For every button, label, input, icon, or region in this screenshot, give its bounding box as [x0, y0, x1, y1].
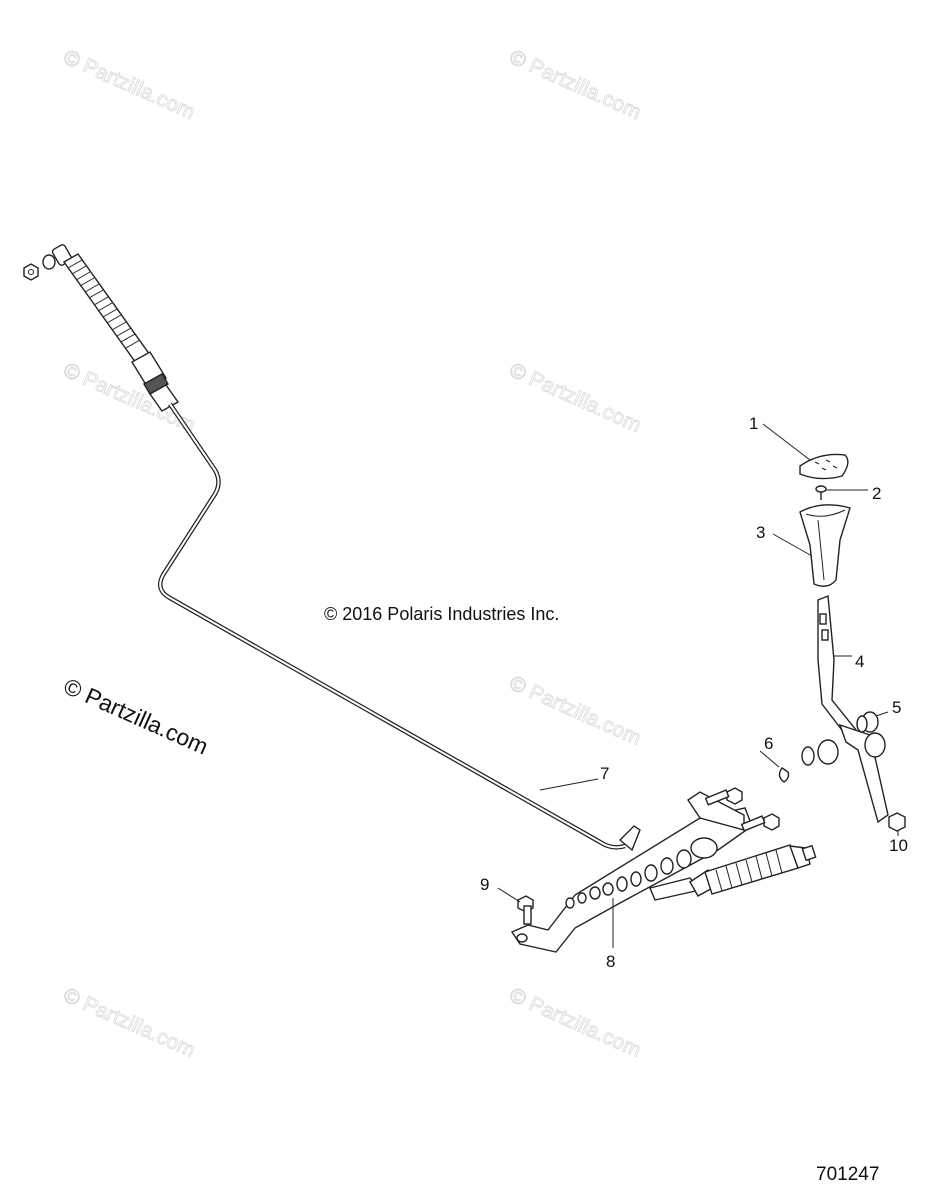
callout-3: 3 — [756, 523, 813, 557]
callout-number: 4 — [855, 652, 864, 671]
watermark: © Partzilla.com — [506, 46, 645, 125]
shift-lever — [817, 595, 889, 824]
callout-10: 10 — [889, 831, 908, 855]
callout-number: 9 — [480, 875, 489, 894]
callout-7: 7 — [539, 764, 609, 791]
diagram-id: 701247 — [816, 1164, 879, 1185]
callout-6: 6 — [759, 734, 780, 768]
watermark: © Partzilla.com — [60, 359, 199, 438]
callout-number: 2 — [872, 484, 881, 503]
watermark: © Partzilla.com — [60, 46, 199, 125]
bracket-tab — [618, 825, 641, 852]
shift-cable — [23, 244, 626, 850]
callout-number: 1 — [749, 414, 758, 433]
callout-number: 8 — [606, 952, 615, 971]
watermark: © Partzilla.com — [506, 984, 645, 1063]
callout-8: 8 — [606, 898, 615, 971]
watermark: © Partzilla.com — [506, 359, 645, 438]
knob-cap — [799, 453, 849, 480]
knob-screw — [815, 485, 827, 500]
callout-4: 4 — [833, 652, 864, 671]
callout-9: 9 — [480, 875, 521, 903]
partzilla-watermark: © Partzilla.com — [60, 673, 212, 760]
callout-number: 10 — [889, 836, 908, 855]
callout-number: 7 — [600, 764, 609, 783]
bracket-bolts — [704, 787, 780, 832]
cable-end-nut — [23, 263, 39, 281]
watermark: © Partzilla.com — [60, 984, 199, 1063]
watermark-group: © Partzilla.com © Partzilla.com © Partzi… — [60, 45, 646, 1063]
callout-number: 5 — [892, 698, 901, 717]
copyright-notice: © 2016 Polaris Industries Inc. — [324, 604, 559, 624]
watermark: © Partzilla.com — [506, 672, 645, 751]
callout-1: 1 — [749, 414, 811, 461]
pivot-bushing — [856, 711, 879, 733]
callout-number: 3 — [756, 523, 765, 542]
mounting-bolt — [517, 895, 534, 925]
ball-stud — [42, 254, 56, 270]
cable-boot — [62, 253, 152, 364]
shift-knob — [799, 504, 851, 587]
retaining-clip — [778, 746, 815, 783]
callout-5: 5 — [875, 698, 901, 717]
callout-number: 6 — [764, 734, 773, 753]
callout-2: 2 — [826, 484, 881, 503]
bracket-holes — [516, 837, 718, 943]
lever-nut — [888, 812, 906, 832]
lower-cable-boot — [704, 844, 799, 895]
